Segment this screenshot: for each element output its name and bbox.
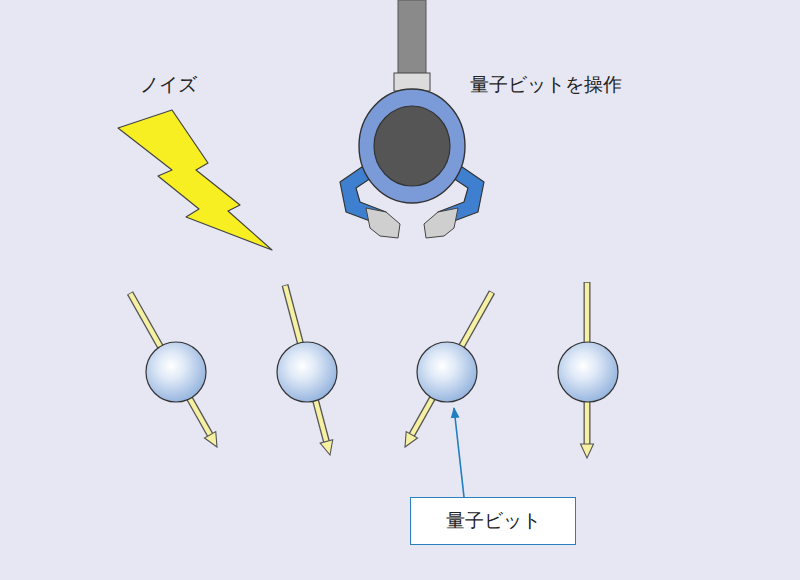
leader-line bbox=[454, 408, 464, 497]
qubit-sphere bbox=[417, 342, 477, 402]
spin-shaft bbox=[412, 292, 492, 435]
spin-shaft bbox=[412, 293, 492, 435]
spin-arrowhead bbox=[204, 432, 217, 447]
qubit-sphere bbox=[558, 342, 618, 402]
spin-arrowhead bbox=[581, 444, 594, 458]
spin-arrowhead bbox=[320, 440, 333, 455]
spin-arrowhead bbox=[405, 432, 418, 447]
spin-shaft bbox=[130, 293, 210, 435]
spin-shaft bbox=[130, 294, 210, 435]
qubit-spins bbox=[130, 282, 618, 458]
noise-label: ノイズ bbox=[140, 72, 197, 98]
qubit-sphere bbox=[146, 342, 206, 402]
callout-box: 量子ビット bbox=[410, 497, 576, 545]
callout-text: 量子ビット bbox=[446, 508, 541, 534]
qubit-sphere bbox=[277, 342, 337, 402]
operation-label: 量子ビットを操作 bbox=[470, 72, 622, 98]
noise-bolt bbox=[118, 110, 272, 250]
robot-claw bbox=[340, 0, 484, 238]
